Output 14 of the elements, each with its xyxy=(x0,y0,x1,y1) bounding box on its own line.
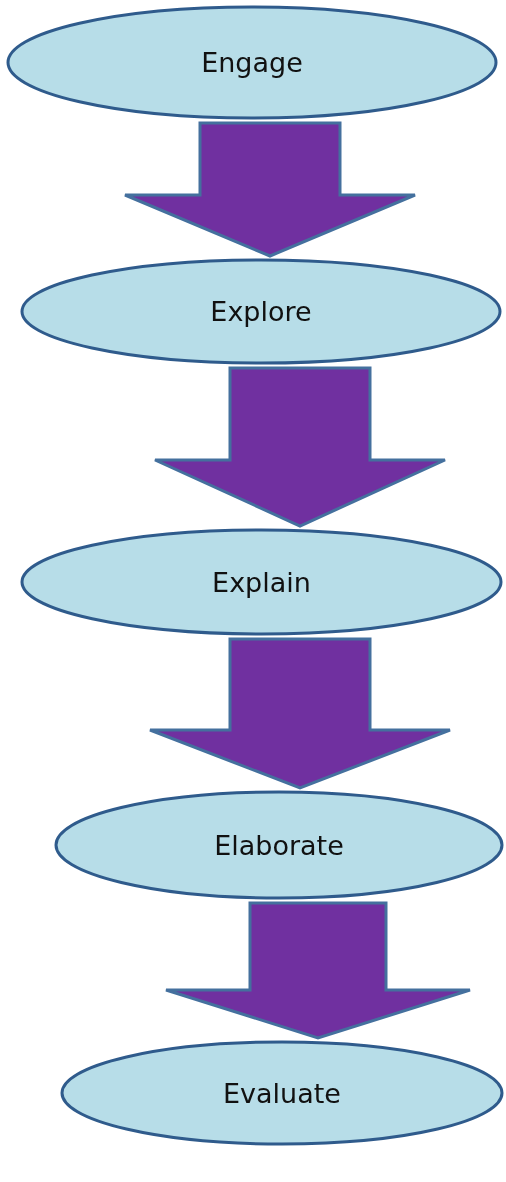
process-ellipse xyxy=(60,1040,504,1146)
step-label: Explain xyxy=(212,566,311,598)
step-label: Engage xyxy=(201,47,303,78)
step-label: Elaborate xyxy=(214,829,344,861)
process-ellipse xyxy=(20,528,503,636)
process-ellipse xyxy=(20,258,502,365)
process-ellipse xyxy=(54,790,504,900)
block-arrow xyxy=(123,121,417,258)
block-arrow xyxy=(153,366,447,528)
block-arrow xyxy=(148,637,452,790)
process-ellipse xyxy=(6,5,498,120)
block-arrow xyxy=(164,901,472,1040)
step-label: Evaluate xyxy=(223,1077,341,1109)
step-label: Explore xyxy=(210,296,312,327)
